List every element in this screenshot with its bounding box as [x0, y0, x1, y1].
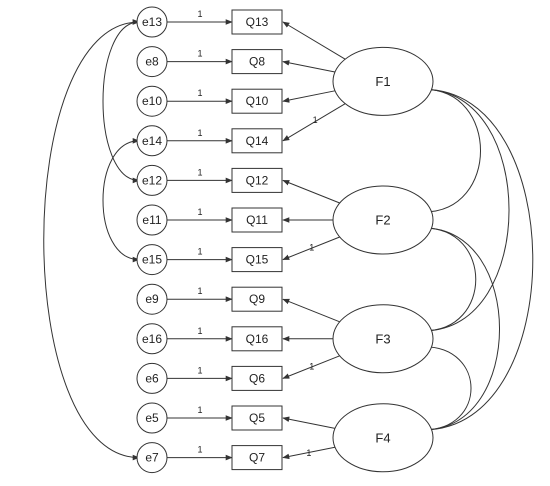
item-label: Q15 — [246, 253, 269, 267]
error-node-e10 — [136, 85, 168, 117]
item-box-Q10 — [231, 88, 283, 114]
covariance-F1-F2 — [423, 86, 481, 215]
error-label: e8 — [145, 55, 159, 69]
factor-node-F1 — [332, 46, 434, 116]
error-path-label: 1 — [197, 445, 202, 455]
covariance-F3-F4 — [423, 344, 472, 433]
fixed-loading-label: 1 — [309, 243, 314, 253]
item-box-Q11 — [231, 207, 283, 233]
loading-F3-Q6 — [282, 355, 340, 379]
fixed-loading-label: 1 — [306, 448, 311, 458]
error-path-label: 1 — [197, 286, 202, 296]
item-label: Q14 — [246, 134, 269, 148]
error-node-e8 — [136, 46, 168, 78]
error-node-e7 — [136, 442, 168, 474]
error-label: e16 — [142, 332, 162, 346]
error-label: e9 — [145, 292, 159, 306]
error-label: e5 — [145, 411, 159, 425]
error-path-label: 1 — [197, 326, 202, 336]
covariance-e13-e12 — [102, 19, 140, 184]
covariance-F2-F4 — [423, 225, 500, 433]
factor-label: F1 — [375, 74, 390, 89]
loading-F4-Q7 — [282, 446, 336, 460]
loading-F1-Q8 — [282, 60, 336, 73]
error-label: e7 — [145, 451, 159, 465]
factor-node-F3 — [332, 304, 434, 374]
error-path-label: 1 — [197, 405, 202, 415]
item-box-Q16 — [231, 326, 283, 352]
error-node-e9 — [136, 283, 168, 315]
covariance-e13-e7 — [43, 19, 140, 461]
error-label: e11 — [142, 213, 161, 227]
error-node-e12 — [136, 164, 168, 196]
fixed-loading-label: 1 — [313, 115, 318, 125]
error-path-label: 1 — [197, 247, 202, 257]
error-node-e16 — [136, 323, 168, 355]
error-label: e10 — [142, 94, 162, 108]
item-label: Q5 — [249, 411, 265, 425]
covariance-e14-e15 — [102, 138, 140, 263]
error-path-label: 1 — [197, 207, 202, 217]
item-label: Q13 — [246, 15, 269, 29]
item-box-Q8 — [231, 49, 283, 75]
error-node-e6 — [136, 362, 168, 394]
error-label: e6 — [145, 371, 159, 385]
factor-node-F4 — [332, 403, 434, 473]
error-path-label: 1 — [197, 49, 202, 59]
item-box-Q5 — [231, 405, 283, 431]
fixed-loading-label: 1 — [309, 361, 314, 371]
error-node-e13 — [136, 6, 168, 38]
item-box-Q7 — [231, 445, 283, 471]
item-box-Q12 — [231, 167, 283, 193]
item-box-Q9 — [231, 286, 283, 312]
item-box-Q6 — [231, 365, 283, 391]
item-label: Q11 — [246, 213, 268, 227]
item-label: Q9 — [249, 292, 265, 306]
error-label: e12 — [142, 173, 162, 187]
error-label: e15 — [142, 253, 162, 267]
error-path-label: 1 — [197, 9, 202, 19]
covariance-F1-F3 — [423, 86, 510, 334]
loading-F2-Q12 — [282, 179, 340, 204]
error-node-e11 — [136, 204, 168, 236]
error-path-label: 1 — [197, 167, 202, 177]
error-label: e13 — [142, 15, 162, 29]
item-label: Q6 — [249, 371, 265, 385]
covariance-F1-F4 — [423, 86, 534, 433]
error-label: e14 — [142, 134, 162, 148]
factor-label: F3 — [375, 331, 390, 346]
error-path-label: 1 — [197, 365, 202, 375]
error-node-e14 — [136, 125, 168, 157]
loading-F4-Q5 — [282, 416, 336, 429]
loading-F3-Q9 — [282, 298, 340, 323]
factor-label: F2 — [375, 213, 390, 228]
item-label: Q10 — [246, 94, 269, 108]
error-node-e15 — [136, 244, 168, 276]
loading-F1-Q14 — [282, 103, 346, 142]
item-box-Q14 — [231, 128, 283, 154]
factor-label: F4 — [375, 430, 390, 445]
loading-F1-Q13 — [282, 21, 346, 60]
factor-node-F2 — [332, 185, 434, 255]
error-path-label: 1 — [197, 128, 202, 138]
item-label: Q16 — [246, 332, 269, 346]
loading-F2-Q15 — [282, 236, 340, 261]
item-box-Q13 — [231, 9, 283, 35]
item-box-Q15 — [231, 247, 283, 273]
error-node-e5 — [136, 402, 168, 434]
loading-F1-Q10 — [282, 90, 336, 103]
error-path-label: 1 — [197, 88, 202, 98]
covariance-F2-F3 — [423, 225, 477, 334]
item-label: Q7 — [249, 451, 265, 465]
item-label: Q8 — [249, 55, 265, 69]
item-label: Q12 — [246, 173, 269, 187]
